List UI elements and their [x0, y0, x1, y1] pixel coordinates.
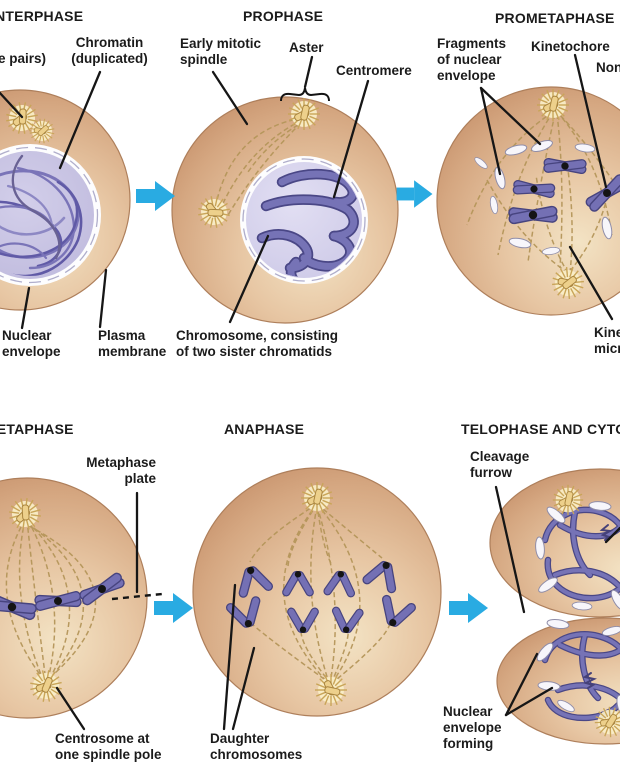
spindle-fibers — [466, 109, 617, 274]
label-cleavage-furrow: Cleavage furrow — [470, 449, 530, 480]
anaphase-cell — [192, 467, 442, 717]
next-stage-arrow-icon — [136, 181, 175, 211]
centrosome-icon — [288, 98, 320, 130]
centrosome-icon — [553, 485, 583, 515]
prophase-cell — [171, 87, 399, 324]
metaphase-cell — [0, 477, 148, 719]
decondensing-chromosomes — [545, 510, 620, 718]
label-centrosomes: Centrosomes (with centriole pairs) — [0, 35, 47, 66]
heading-anaphase: ANAPHASE — [224, 421, 305, 437]
label-nuclear-envelope-forming: Nuclear envelope forming — [443, 704, 502, 751]
label-centromere: Centromere — [336, 63, 412, 78]
label-chromosome-sister-chromatids: Chromosome, consisting of two sister chr… — [176, 328, 339, 359]
label-centrosome-at-spindle-pole: Centrosome at one spindle pole — [55, 731, 162, 762]
label-early-mitotic-spindle: Early mitotic spindle — [180, 36, 262, 67]
label-plasma-membrane: Plasma membrane — [98, 328, 167, 359]
label-metaphase-plate: Metaphase plate — [86, 455, 156, 486]
leader-lines — [0, 53, 620, 731]
label-daughter-chromosomes: Daughter chromosomes — [210, 731, 303, 762]
telophase-cells — [489, 468, 620, 745]
early-spindle-fibers — [215, 117, 306, 216]
next-stage-arrow-icon — [154, 593, 193, 623]
next-stage-arrow-icon — [396, 180, 433, 208]
centrosome-icon — [537, 89, 569, 121]
centrosome-icon — [301, 482, 333, 514]
heading-prometaphase: PROMETAPHASE — [495, 10, 615, 26]
chromatin-tangle — [0, 154, 83, 276]
heading-telophase-cytokinesis: TELOPHASE AND CYTOKINESIS — [461, 421, 620, 437]
label-nonkinetochore-microtubules: Nonkinetochore microtubules — [596, 60, 620, 75]
next-stage-arrow-icon — [449, 593, 488, 623]
interphase-cell — [0, 89, 131, 311]
label-nuclear-envelope: Nuclear envelope — [2, 328, 61, 359]
label-kinetochore-microtubule: Kinetochore microtubule — [594, 325, 620, 356]
label-kinetochore: Kinetochore — [531, 39, 610, 54]
prometaphase-cell — [436, 86, 620, 316]
heading-interphase: INTERPHASE — [0, 8, 84, 24]
label-aster: Aster — [289, 40, 324, 55]
label-chromatin-duplicated: Chromatin (duplicated) — [71, 35, 148, 66]
heading-prophase: PROPHASE — [243, 8, 324, 24]
label-fragments-of-nuclear-envelope: Fragments of nuclear envelope — [437, 36, 507, 83]
centrosome-icon — [315, 674, 347, 706]
metaphase-plate-dashed-line — [111, 592, 163, 601]
heading-metaphase: METAPHASE — [0, 421, 74, 437]
